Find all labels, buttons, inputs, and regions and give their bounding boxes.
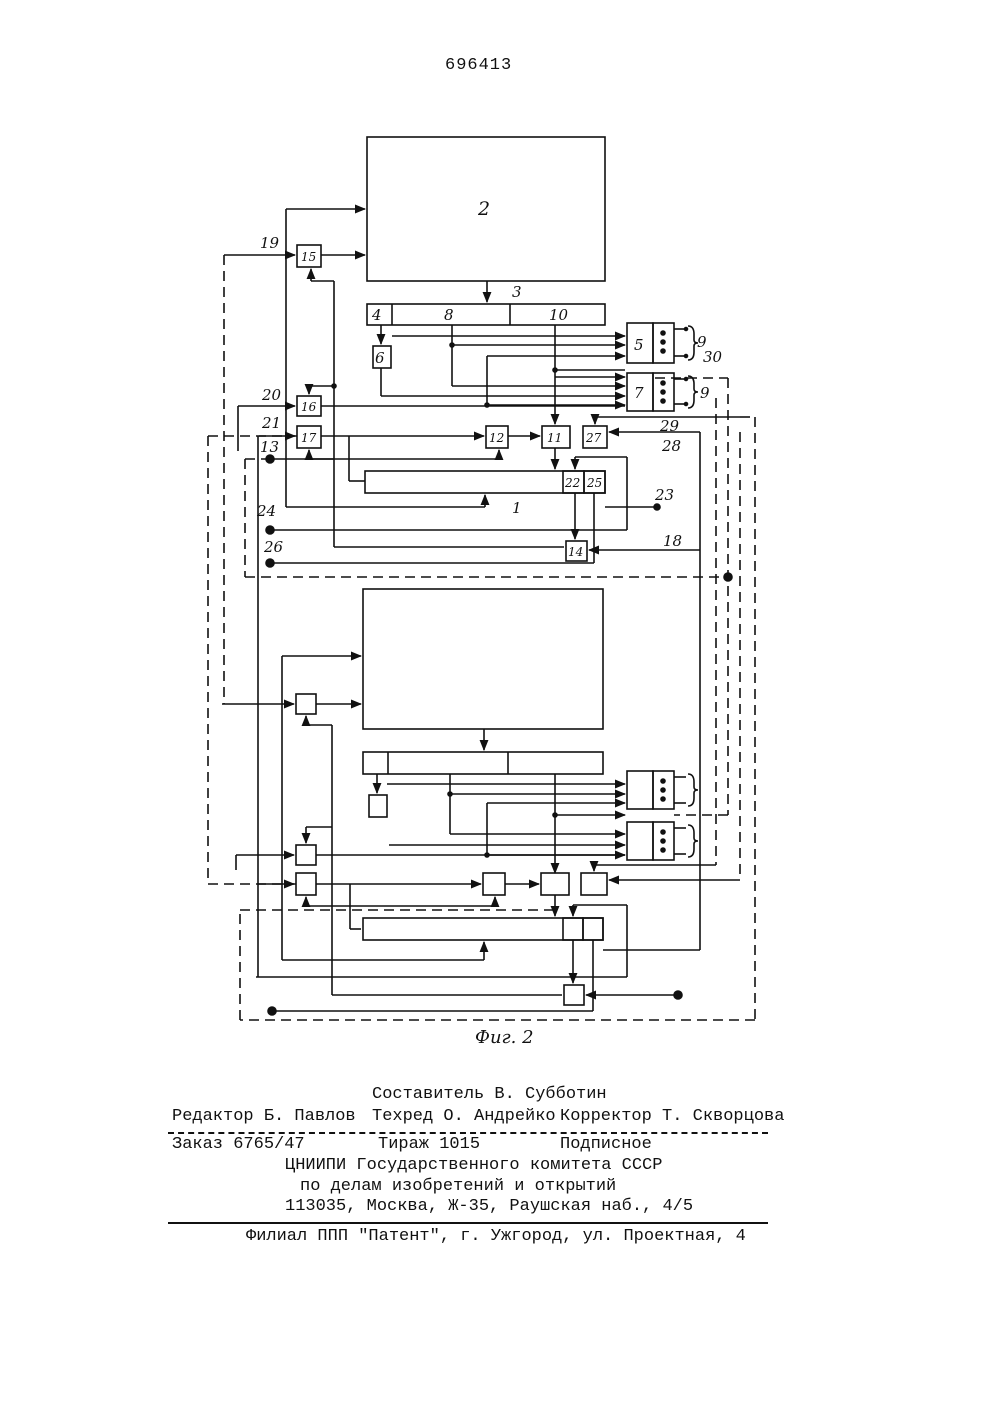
imprint-techred: Техред О. Андрейко <box>372 1107 556 1126</box>
imprint-subscription: Подписное <box>560 1135 652 1154</box>
label-6: 6 <box>375 349 385 367</box>
label-17: 17 <box>301 431 317 445</box>
imprint-org2: по делам изобретений и открытий <box>300 1177 616 1196</box>
label-4: 4 <box>371 306 382 324</box>
imprint-org1: ЦНИИПИ Государственного комитета СССР <box>285 1156 662 1175</box>
label-18: 18 <box>663 532 682 550</box>
label-13: 13 <box>260 438 279 456</box>
label-21: 21 <box>261 414 281 432</box>
label-20: 20 <box>261 386 282 404</box>
block-diagram: 2 3 4 8 10 6 5 7 9 30 9 19 15 20 16 21 1… <box>0 0 1000 1060</box>
label-14: 14 <box>568 545 583 559</box>
label-24: 24 <box>256 502 276 520</box>
label-10: 10 <box>549 306 569 324</box>
label-27: 27 <box>585 431 602 445</box>
imprint-branch: Филиал ППП "Патент", г. Ужгород, ул. Про… <box>246 1227 746 1246</box>
imprint-corrector: Корректор Т. Скворцова <box>560 1107 784 1126</box>
imprint-circulation: Тираж 1015 <box>378 1135 480 1154</box>
label-28: 28 <box>661 437 681 455</box>
label-11: 11 <box>547 431 562 445</box>
label-23: 23 <box>654 486 674 504</box>
imprint-compiler: Составитель В. Субботин <box>372 1085 607 1104</box>
figure-caption: Фиг. 2 <box>475 1027 534 1048</box>
imprint-rule-bottom <box>168 1222 768 1224</box>
label-25: 25 <box>586 476 602 490</box>
imprint-rule-top <box>168 1132 768 1134</box>
label-19: 19 <box>260 234 280 252</box>
lower-memory-block <box>363 589 603 729</box>
label-15: 15 <box>301 250 316 264</box>
label-8: 8 <box>444 306 454 324</box>
label-2: 2 <box>477 198 490 220</box>
label-12: 12 <box>489 431 504 445</box>
imprint-address: 113035, Москва, Ж-35, Раушская наб., 4/5 <box>285 1197 693 1216</box>
label-22: 22 <box>564 476 580 490</box>
label-30: 30 <box>703 348 723 366</box>
label-29: 29 <box>659 417 680 435</box>
label-1: 1 <box>512 499 522 517</box>
label-3: 3 <box>512 283 522 301</box>
label-16: 16 <box>301 400 317 414</box>
label-7: 7 <box>634 384 644 402</box>
imprint-editor: Редактор Б. Павлов <box>172 1107 356 1126</box>
label-26: 26 <box>263 538 284 556</box>
block-3-register <box>367 304 605 325</box>
label-9b: 9 <box>700 384 710 402</box>
label-5: 5 <box>634 336 644 354</box>
imprint-order: Заказ 6765/47 <box>172 1135 305 1154</box>
